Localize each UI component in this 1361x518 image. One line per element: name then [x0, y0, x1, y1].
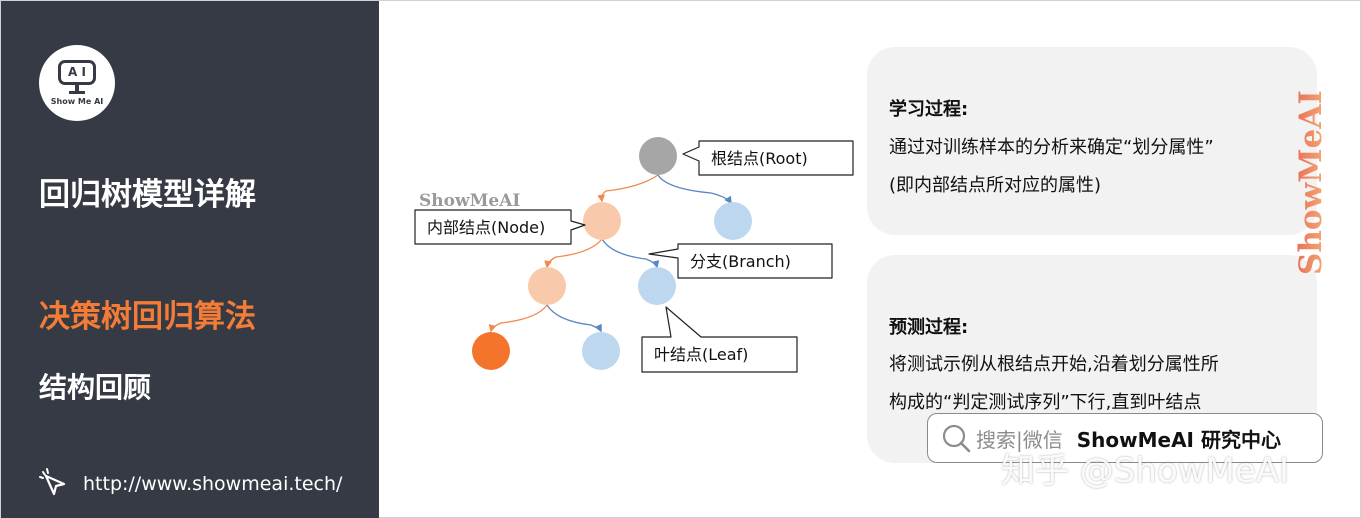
leaf-label: 叶结点(Leaf): [654, 345, 748, 364]
logo-face-text: A I: [68, 65, 86, 79]
edge-lower-right: [546, 304, 602, 333]
callout-branch: 分支(Branch): [648, 243, 833, 279]
right-child-node: [714, 202, 752, 240]
website-url: http://www.showmeai.tech/: [83, 473, 343, 495]
search-bar[interactable]: 搜索|微信 ShowMeAI 研究中心: [927, 413, 1323, 463]
learning-process-box: 学习过程: 通过对训练样本的分析来确定“划分属性” (即内部结点所对应的属性): [867, 47, 1317, 235]
page-title: 回归树模型详解: [39, 177, 256, 213]
edge-node-right: [601, 238, 660, 269]
website-link[interactable]: http://www.showmeai.tech/: [37, 467, 342, 501]
callout-root: 根结点(Root): [682, 140, 854, 176]
learning-line: (即内部结点所对应的属性): [889, 175, 1102, 196]
prediction-line: 将测试示例从根结点开始,沿着划分属性所: [889, 354, 1219, 375]
diagram-watermark: ShowMeAI: [419, 191, 521, 211]
logo-base: [69, 91, 85, 94]
section-title: 决策树回归算法: [39, 299, 256, 335]
learning-heading: 学习过程:: [889, 99, 969, 120]
node-label: 内部结点(Node): [427, 218, 545, 237]
logo-stem: [75, 85, 79, 91]
cursor-click-icon: [39, 468, 66, 496]
logo-text: Show Me AI: [50, 97, 104, 106]
branch-child-node: [638, 267, 676, 305]
sidebar: A I Show Me AI 回归树模型详解 决策树回归算法 结构回顾 http…: [1, 1, 379, 518]
subsection-title: 结构回顾: [39, 371, 152, 404]
search-placeholder: 搜索|微信: [976, 427, 1063, 452]
zhihu-watermark: 知乎 @ShowMeAI: [1001, 451, 1290, 491]
showmeai-logo: A I Show Me AI: [39, 45, 115, 121]
prediction-heading: 预测过程:: [889, 317, 969, 338]
prediction-line: 构成的“判定测试序列”下行,直到叶结点: [889, 392, 1202, 413]
edge-lower-left: [488, 304, 548, 333]
search-icon: [942, 424, 971, 453]
learning-line: 通过对训练样本的分析来确定“划分属性”: [889, 137, 1214, 158]
leaf-node: [582, 332, 620, 370]
brand-watermark-vertical: ShowMeAI: [1297, 90, 1327, 275]
edge-node-left: [544, 238, 603, 269]
brand-vertical-text: ShowMeAI: [1297, 90, 1327, 275]
leaf-node-highlight: [472, 332, 510, 370]
edge-root-left: [597, 174, 659, 203]
root-node: [639, 137, 677, 175]
callout-node: 内部结点(Node): [414, 209, 586, 245]
internal-node: [583, 202, 621, 240]
internal-node-lower: [528, 267, 566, 305]
search-brand: ShowMeAI 研究中心: [1076, 427, 1281, 452]
callout-leaf: 叶结点(Leaf): [641, 306, 798, 373]
branch-label: 分支(Branch): [690, 252, 791, 271]
robot-face-icon: A I: [58, 60, 96, 85]
root-label: 根结点(Root): [711, 149, 808, 168]
edge-root-right: [657, 174, 732, 205]
